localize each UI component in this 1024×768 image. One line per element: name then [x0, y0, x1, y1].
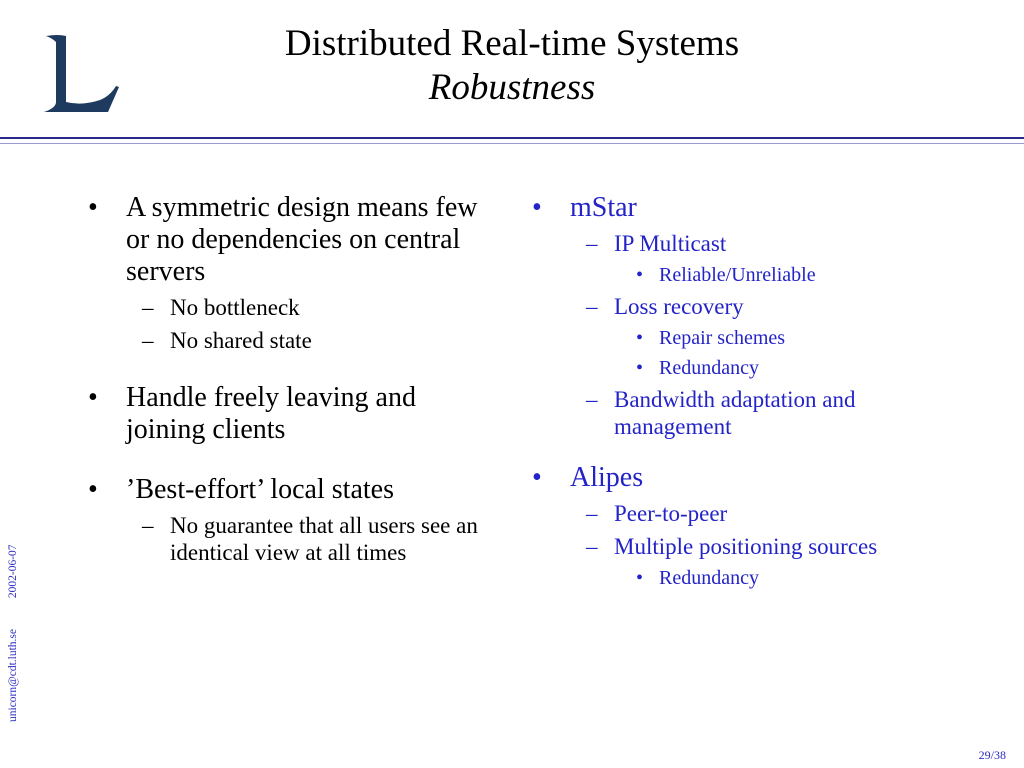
bullet-glyph: •: [532, 192, 542, 223]
subbullet-no-shared-state: – No shared state: [142, 328, 312, 353]
dash-glyph: –: [142, 513, 154, 538]
dash-glyph: –: [586, 387, 598, 412]
subbullet-peer-to-peer: – Peer-to-peer: [586, 501, 728, 526]
subbullet-no-guarantee: – No guarantee that all users see an ide…: [142, 513, 478, 565]
slide-title: Distributed Real-time Systems Robustness: [0, 22, 1024, 110]
dash-glyph: –: [142, 328, 154, 353]
left-column: • A symmetric design means few or no dep…: [88, 192, 488, 566]
right-column: • mStar – IP Multicast • Reliable/Unreli…: [532, 192, 922, 590]
bullet-handle-clients: • Handle freely leaving and joining clie…: [88, 382, 416, 445]
item-reliable-unreliable: • Reliable/Unreliable: [636, 264, 816, 286]
header-rule: [0, 137, 1024, 139]
page-number: 29/38: [978, 748, 1006, 762]
author-email: unicorn@cdt.luth.se: [7, 629, 19, 722]
bullet-glyph: •: [532, 462, 542, 493]
bullet-glyph: •: [636, 567, 644, 589]
dash-glyph: –: [586, 231, 598, 256]
university-logo: [44, 35, 119, 112]
slide-date: 2002-06-07: [7, 544, 19, 599]
dash-glyph: –: [586, 501, 598, 526]
bullet-symmetric-design: • A symmetric design means few or no dep…: [88, 192, 478, 287]
header-rule-thin: [0, 143, 1024, 144]
title-subtitle: Robustness: [428, 67, 596, 108]
subbullet-no-bottleneck: – No bottleneck: [142, 295, 300, 320]
subbullet-loss-recovery: – Loss recovery: [586, 294, 744, 319]
item-repair-schemes: • Repair schemes: [636, 327, 786, 349]
dash-glyph: –: [586, 294, 598, 319]
subbullet-ip-multicast: – IP Multicast: [586, 231, 727, 256]
item-redundancy: • Redundancy: [636, 357, 759, 379]
bullet-glyph: •: [88, 474, 98, 505]
title-main: Distributed Real-time Systems: [284, 23, 740, 64]
subbullet-positioning: – Multiple positioning sources: [586, 534, 878, 559]
bullet-best-effort: • ’Best-effort’ local states: [88, 474, 394, 505]
dash-glyph: –: [142, 295, 154, 320]
bullet-mstar: • mStar: [532, 192, 637, 223]
bullet-glyph: •: [636, 264, 644, 286]
side-meta: unicorn@cdt.luth.se 2002-06-07: [7, 544, 19, 722]
bullet-alipes: • Alipes: [532, 462, 644, 493]
bullet-glyph: •: [636, 357, 644, 379]
bullet-glyph: •: [636, 327, 644, 349]
bullet-glyph: •: [88, 192, 98, 223]
bullet-glyph: •: [88, 382, 98, 413]
item-redundancy-alipes: • Redundancy: [636, 567, 759, 589]
dash-glyph: –: [586, 534, 598, 559]
subbullet-bandwidth: – Bandwidth adaptation and management: [586, 387, 856, 439]
